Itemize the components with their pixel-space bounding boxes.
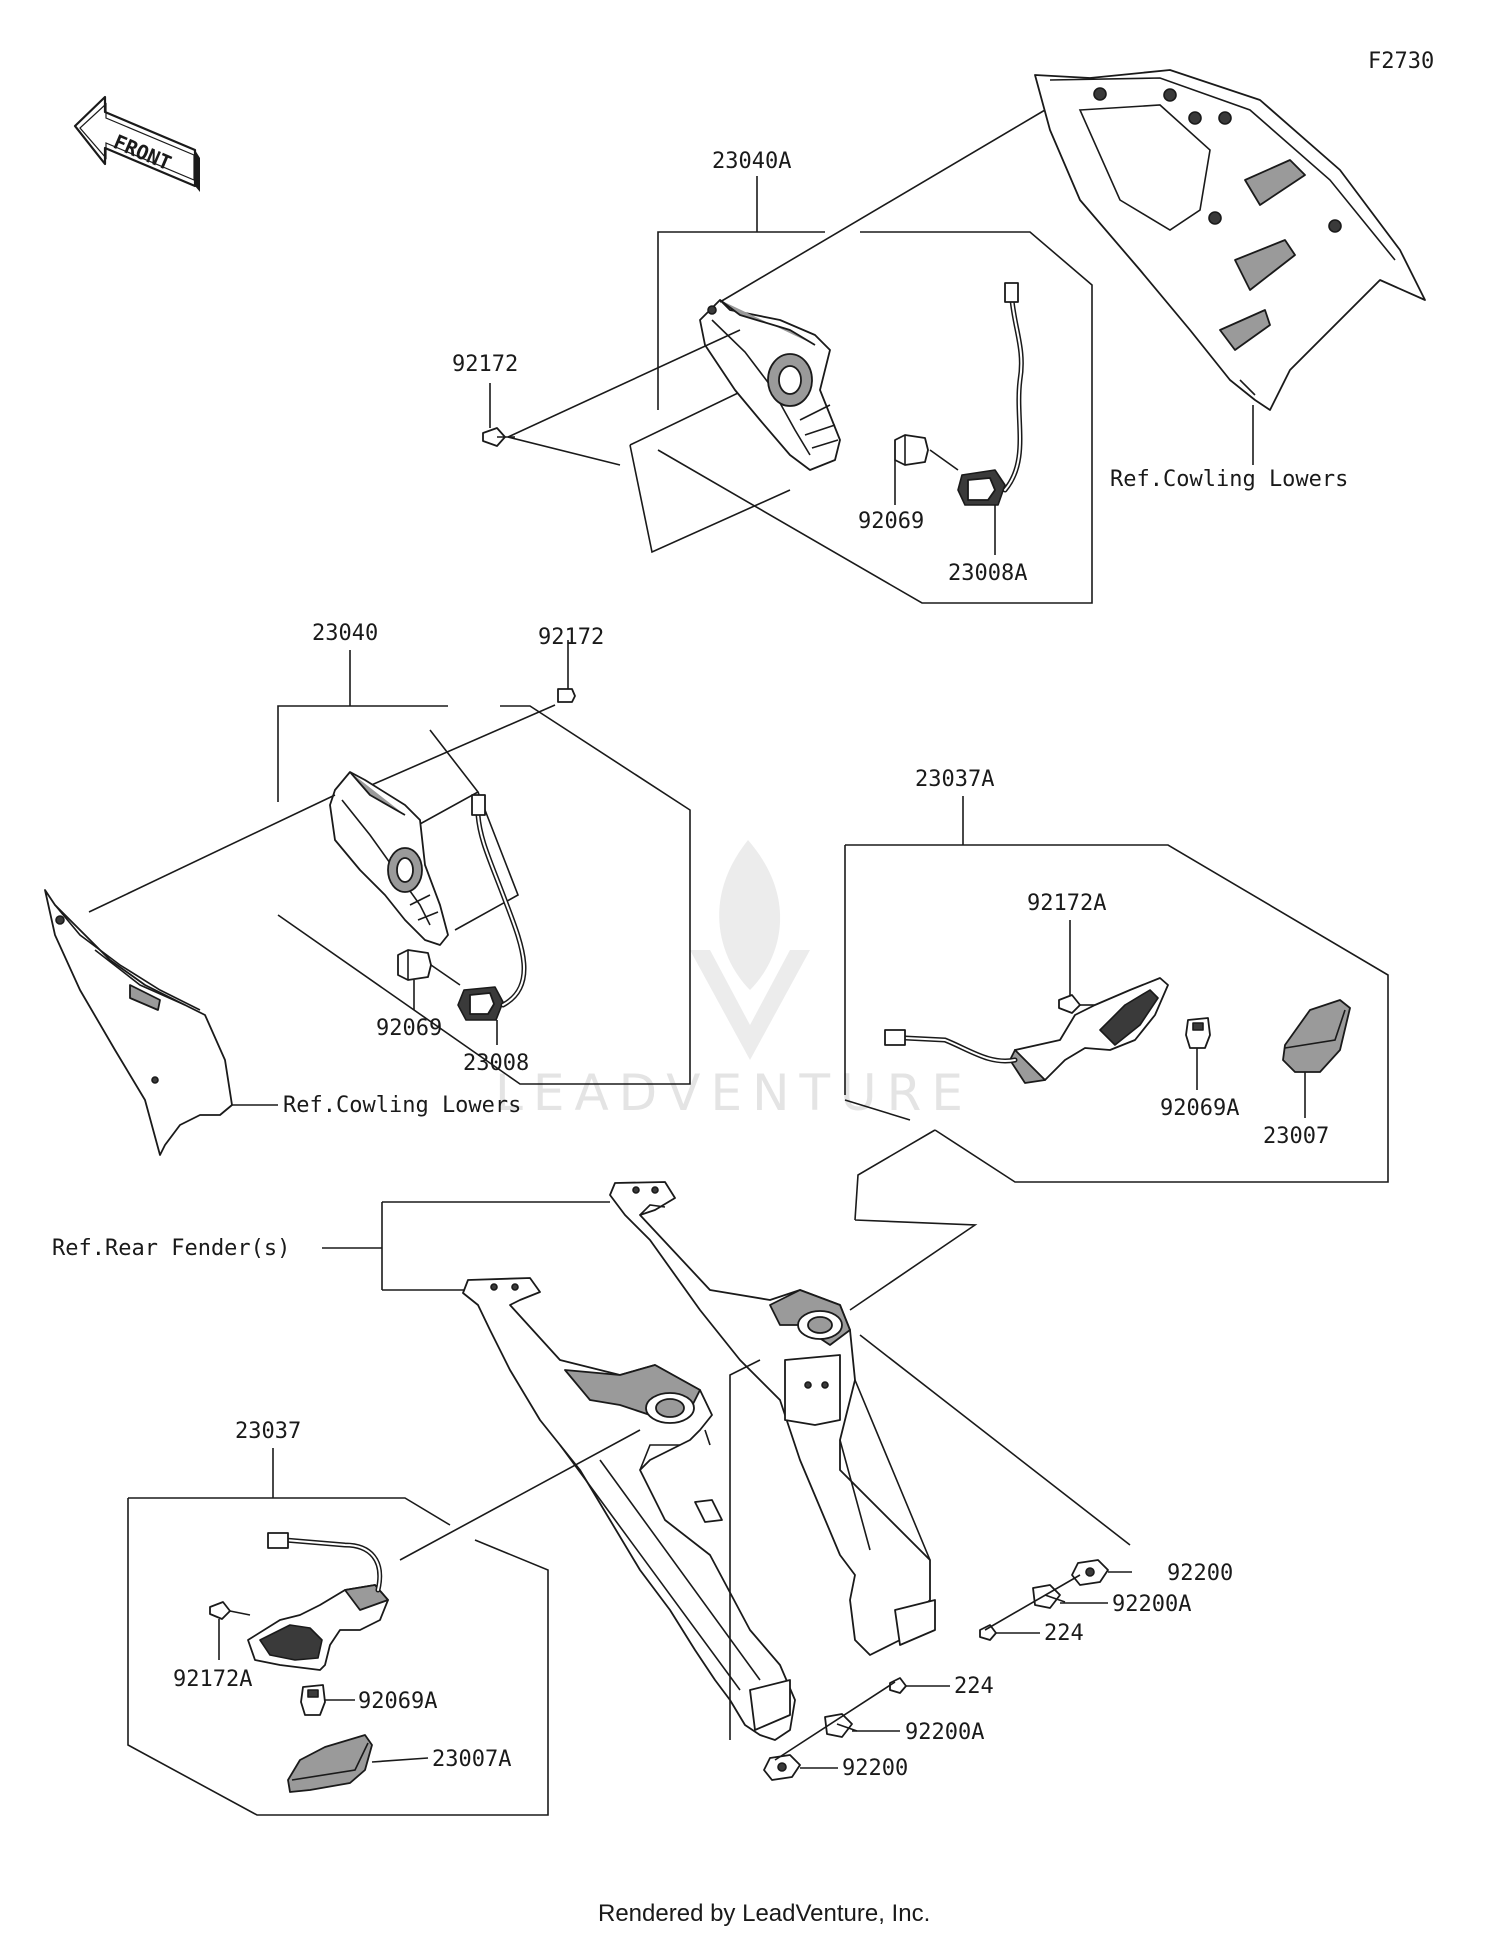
part-92172-screw-top — [482, 427, 515, 447]
diagram-code: F2730 — [1368, 49, 1434, 74]
footer-rendered-by: Rendered by LeadVenture, Inc. — [598, 1900, 930, 1927]
leader-23007A — [371, 1757, 429, 1763]
label-23007: 23007 — [1263, 1124, 1329, 1149]
part-23007A-lens — [287, 1734, 373, 1793]
label-92200-right: 92200 — [1167, 1561, 1233, 1586]
watermark-v-icon — [690, 950, 810, 1060]
leader-rear-fender-to-23037A — [849, 1129, 978, 1311]
label-92069A-left: 92069A — [358, 1689, 437, 1714]
leader-bracket-right-hardware — [859, 1334, 1131, 1546]
label-92172A-right: 92172A — [1027, 891, 1106, 916]
watermark-flame-icon — [719, 840, 781, 990]
part-23008A-socket-wire — [957, 282, 1024, 506]
leader-92069-top — [894, 449, 959, 505]
leader-left-hardware-chain — [774, 1681, 896, 1761]
label-224-left: 224 — [954, 1674, 994, 1699]
label-23040: 23040 — [312, 621, 378, 646]
box-23040-inner — [399, 729, 519, 931]
label-92200A-left: 92200A — [905, 1720, 984, 1745]
box-23037A — [844, 844, 1389, 1183]
leader-right-hardware-chain — [984, 1574, 1081, 1631]
label-92200-left: 92200 — [842, 1756, 908, 1781]
part-92200A-nut-right — [1032, 1584, 1066, 1609]
part-92200-nut-left — [763, 1754, 801, 1781]
part-92172-screw-mid — [557, 688, 576, 703]
box-23040A — [657, 231, 1093, 604]
leader-92172-mid-to-housing — [359, 704, 556, 791]
leader-ref-rear-fender — [322, 1201, 610, 1291]
box-rear-left-center — [729, 1359, 761, 1740]
label-92200A-right: 92200A — [1112, 1592, 1191, 1617]
leader-bracket-left-23037 — [399, 1429, 641, 1561]
label-92172A-left: 92172A — [173, 1667, 252, 1692]
rear-fender-bracket-left — [462, 1277, 796, 1741]
label-224-right: 224 — [1044, 1621, 1084, 1646]
part-23037A-turn-signal — [884, 977, 1169, 1084]
label-ref-cowling-lowers-top: Ref.Cowling Lowers — [1110, 467, 1348, 492]
label-92172-top: 92172 — [452, 352, 518, 377]
leader-92069-mid — [413, 964, 461, 1010]
label-ref-rear-fender: Ref.Rear Fender(s) — [52, 1236, 290, 1261]
rear-fender-bracket-right — [609, 1181, 936, 1656]
watermark: LEADVENTURE — [495, 840, 973, 1122]
part-23008-socket-wire — [457, 794, 527, 1021]
part-23040A-signal-housing — [699, 299, 841, 471]
part-92200-nut-right — [1071, 1559, 1109, 1586]
part-92172A-screw-left — [209, 1601, 251, 1620]
part-23007-lens — [1282, 999, 1351, 1073]
part-23037-turn-signal — [247, 1532, 389, 1671]
label-23037A: 23037A — [915, 767, 994, 792]
part-224-screw-right — [979, 1624, 997, 1641]
leader-92172-top — [507, 329, 741, 466]
leader-cowling-to-housing — [719, 109, 1046, 303]
cowling-lower-left — [44, 889, 233, 1156]
part-92069A-bulb-right — [1185, 1017, 1211, 1049]
label-92172-mid: 92172 — [538, 625, 604, 650]
part-92069-bulb-mid — [397, 949, 432, 981]
cowling-lower-right — [1034, 69, 1426, 411]
label-23040A: 23040A — [712, 149, 791, 174]
label-23008A: 23008A — [948, 561, 1027, 586]
part-92069A-bulb-left — [300, 1684, 326, 1716]
watermark-text: LEADVENTURE — [495, 1064, 973, 1122]
label-92069-mid: 92069 — [376, 1016, 442, 1041]
part-224-screw-left — [889, 1677, 907, 1694]
part-92069-bulb-top — [894, 434, 929, 466]
label-92069-top: 92069 — [858, 509, 924, 534]
part-92200A-nut-left — [824, 1713, 858, 1738]
front-arrow-icon: FRONT — [73, 95, 200, 192]
part-23040-signal-housing — [329, 771, 449, 946]
leader-cowling-left — [88, 794, 336, 913]
label-23008: 23008 — [463, 1051, 529, 1076]
label-23007A: 23007A — [432, 1747, 511, 1772]
box-23040 — [277, 705, 691, 1085]
label-23037: 23037 — [235, 1419, 301, 1444]
part-92172A-screw-right — [1058, 994, 1095, 1014]
label-ref-cowling-lowers-left: Ref.Cowling Lowers — [283, 1093, 521, 1118]
box-23037 — [127, 1497, 549, 1816]
label-92069A-right: 92069A — [1160, 1096, 1239, 1121]
